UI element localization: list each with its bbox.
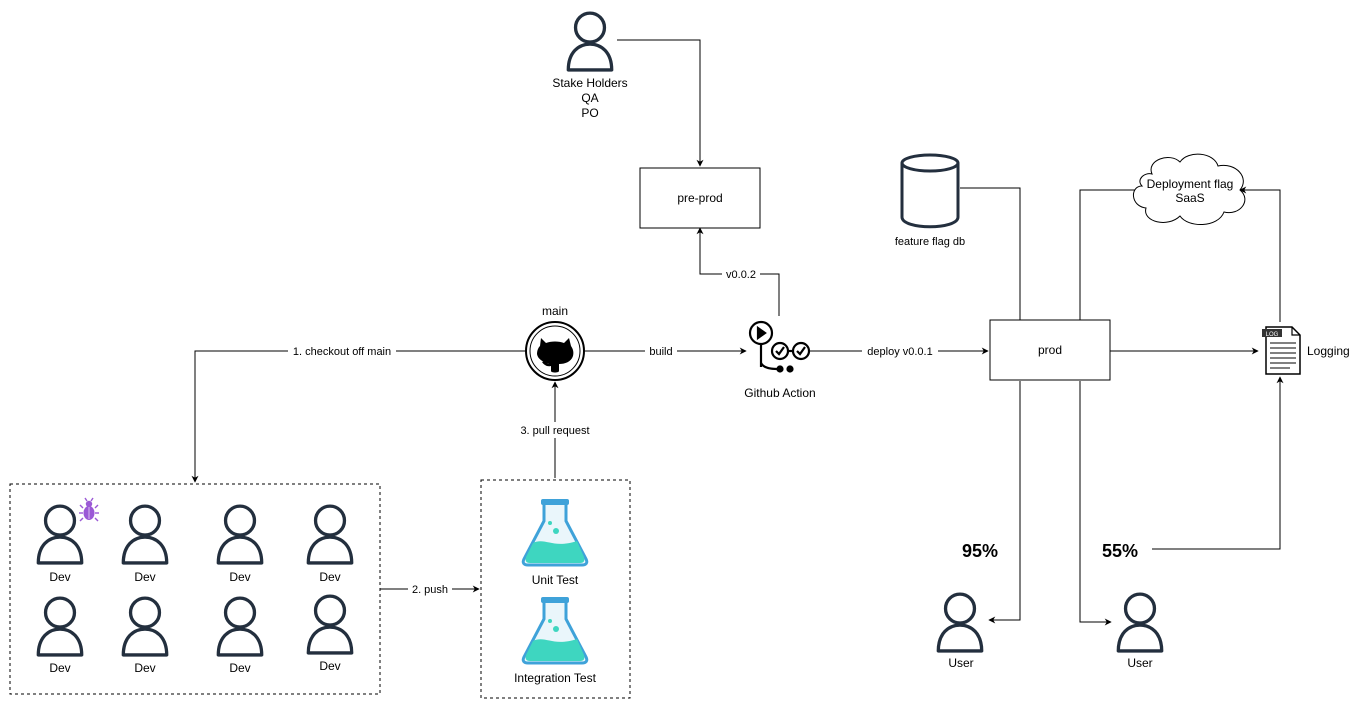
dev-1-icon (36, 504, 84, 565)
log-icon-text: LOG (1266, 332, 1279, 338)
dev-6-label: Dev (134, 661, 155, 675)
unit-test-flask-icon (521, 497, 589, 567)
dev-3-icon (216, 504, 264, 565)
dev-8-icon (306, 594, 354, 655)
stakeholders-line-3: PO (581, 106, 598, 120)
logging-label: Logging (1307, 344, 1350, 358)
label-build: build (649, 346, 672, 358)
preprod-label: pre-prod (677, 191, 722, 205)
user-left-icon (936, 592, 984, 653)
stakeholders-line-2: QA (581, 91, 598, 105)
stakeholders-person-icon (566, 11, 614, 72)
dev-3-label: Dev (229, 570, 250, 584)
dev-group-box (9, 483, 381, 695)
database-icon (900, 153, 960, 229)
user-right-label: User (1127, 656, 1152, 670)
edge-prod-deployflag (1079, 189, 1138, 320)
label-push: 2. push (412, 584, 448, 596)
deployment-flag-line-1: Deployment flag (1147, 177, 1234, 191)
integration-test-label: Integration Test (514, 671, 596, 685)
deployment-flag-cloud[interactable] (1133, 153, 1246, 225)
stakeholders-line-1: Stake Holders (552, 76, 627, 90)
dev-grid (36, 504, 354, 657)
edge-stakeholders-preprod (617, 39, 704, 167)
user-left-label: User (948, 656, 973, 670)
dev-4-icon (306, 504, 354, 565)
dev-1-label: Dev (49, 570, 70, 584)
prod-box[interactable] (989, 319, 1111, 381)
stakeholders-label: Stake Holders QA PO (552, 76, 627, 120)
prod-label: prod (1038, 343, 1062, 357)
edge-labels: 1. checkout off main 2. push 3. pull req… (288, 266, 938, 597)
preprod-box[interactable] (639, 167, 761, 229)
deployment-flag-line-2: SaaS (1175, 191, 1204, 205)
connectors (191, 39, 1284, 626)
edge-checkout (191, 350, 526, 483)
dev-5-label: Dev (49, 661, 70, 675)
dev-6-icon (121, 596, 169, 657)
integration-test-flask-icon (521, 595, 589, 665)
edge-prod-user-left (988, 381, 1021, 624)
edge-db-prod (960, 187, 1021, 320)
percentage-left: 95% (962, 541, 998, 561)
edge-logging-deployflag (1239, 186, 1281, 322)
dev-2-label: Dev (134, 570, 155, 584)
percentage-right: 55% (1102, 541, 1138, 561)
test-group-box (480, 479, 631, 699)
user-right-icon (1116, 592, 1164, 653)
github-icon[interactable] (525, 321, 585, 381)
edge-prod-user-right (1079, 381, 1112, 626)
unit-test-label: Unit Test (532, 573, 579, 587)
dev-5-icon (36, 596, 84, 657)
dev-2-icon (121, 504, 169, 565)
feature-flag-db-label: feature flag db (895, 236, 965, 248)
dev-4-label: Dev (319, 570, 340, 584)
edge-55-logging (1152, 376, 1284, 550)
log-file-icon[interactable]: LOG (1262, 326, 1301, 375)
dev-7-label: Dev (229, 661, 250, 675)
label-checkout: 1. checkout off main (293, 346, 391, 358)
github-action-label: Github Action (744, 386, 815, 400)
label-pull-request: 3. pull request (520, 425, 589, 437)
github-action-icon[interactable] (748, 320, 811, 373)
label-version: v0.0.2 (726, 269, 756, 281)
dev-labels: Dev Dev Dev Dev Dev Dev Dev Dev (49, 570, 340, 675)
label-deploy: deploy v0.0.1 (867, 346, 932, 358)
bug-icon (79, 497, 99, 522)
dev-7-icon (216, 596, 264, 657)
dev-8-label: Dev (319, 659, 340, 673)
main-label: main (542, 304, 568, 318)
